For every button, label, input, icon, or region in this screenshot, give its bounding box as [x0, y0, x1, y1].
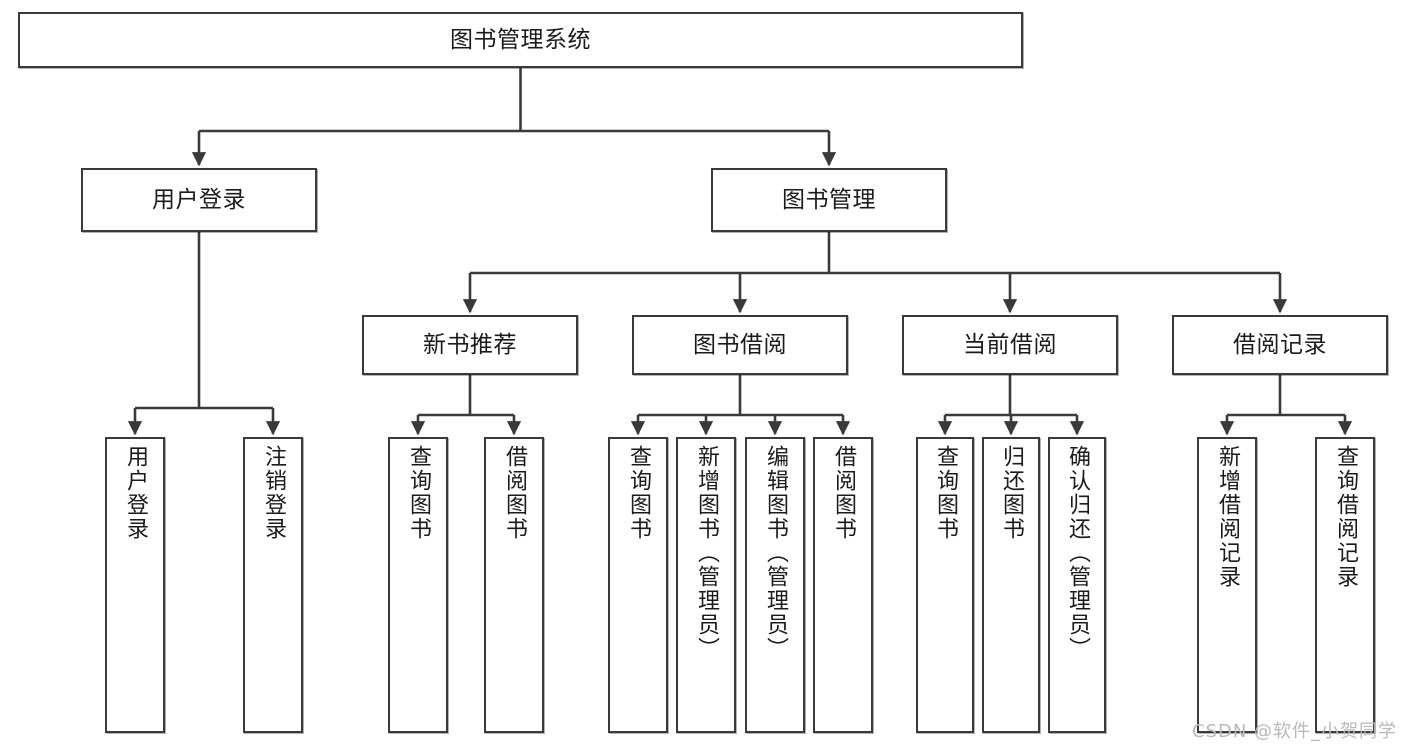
level3-node-0-label: 新书推荐 [423, 331, 517, 358]
leaf-node-8[interactable]: 查询图书 [916, 437, 974, 733]
leaf-node-12[interactable]: 查询借阅记录 [1315, 437, 1375, 733]
leaf-node-6-label: 编辑图书（管理员） [763, 445, 788, 661]
leaf-node-7[interactable]: 借阅图书 [813, 437, 873, 733]
leaf-node-5[interactable]: 新增图书（管理员） [676, 437, 736, 733]
leaf-node-9-label: 归还图书 [999, 445, 1024, 541]
leaf-node-7-label: 借阅图书 [831, 445, 856, 541]
leaf-node-10[interactable]: 确认归还（管理员） [1048, 437, 1106, 733]
leaf-node-2[interactable]: 查询图书 [388, 437, 448, 733]
leaf-node-0-label: 用户登录 [123, 445, 148, 541]
level3-node-2[interactable]: 当前借阅 [902, 315, 1118, 375]
leaf-node-2-label: 查询图书 [406, 445, 431, 541]
level3-node-0[interactable]: 新书推荐 [362, 315, 578, 375]
leaf-node-8-label: 查询图书 [933, 445, 958, 541]
level3-node-1[interactable]: 图书借阅 [632, 315, 848, 375]
level3-node-3[interactable]: 借阅记录 [1172, 315, 1388, 375]
csdn-watermark: CSDN @软件_小贺同学 [1192, 721, 1398, 742]
leaf-node-3[interactable]: 借阅图书 [484, 437, 544, 733]
leaf-node-11[interactable]: 新增借阅记录 [1197, 437, 1257, 733]
leaf-node-12-label: 查询借阅记录 [1333, 445, 1358, 589]
level3-node-1-label: 图书借阅 [693, 331, 787, 358]
leaf-node-9[interactable]: 归还图书 [982, 437, 1040, 733]
leaf-node-3-label: 借阅图书 [502, 445, 527, 541]
leaf-node-6[interactable]: 编辑图书（管理员） [745, 437, 805, 733]
leaf-node-1[interactable]: 注销登录 [243, 437, 303, 733]
leaf-node-4-label: 查询图书 [626, 445, 651, 541]
leaf-node-10-label: 确认归还（管理员） [1065, 445, 1090, 661]
leaf-node-1-label: 注销登录 [261, 445, 286, 541]
level2-node-0-label: 用户登录 [152, 186, 246, 213]
leaf-node-5-label: 新增图书（管理员） [694, 445, 719, 661]
level3-node-3-label: 借阅记录 [1233, 331, 1327, 358]
level2-node-1[interactable]: 图书管理 [711, 168, 947, 232]
leaf-node-4[interactable]: 查询图书 [608, 437, 668, 733]
root-node[interactable]: 图书管理系统 [18, 12, 1023, 68]
level3-node-2-label: 当前借阅 [963, 331, 1057, 358]
level2-node-0[interactable]: 用户登录 [81, 168, 317, 232]
level2-node-1-label: 图书管理 [782, 186, 876, 213]
leaf-node-0[interactable]: 用户登录 [105, 437, 165, 733]
leaf-node-11-label: 新增借阅记录 [1215, 445, 1240, 589]
root-node-label: 图书管理系统 [450, 26, 591, 53]
